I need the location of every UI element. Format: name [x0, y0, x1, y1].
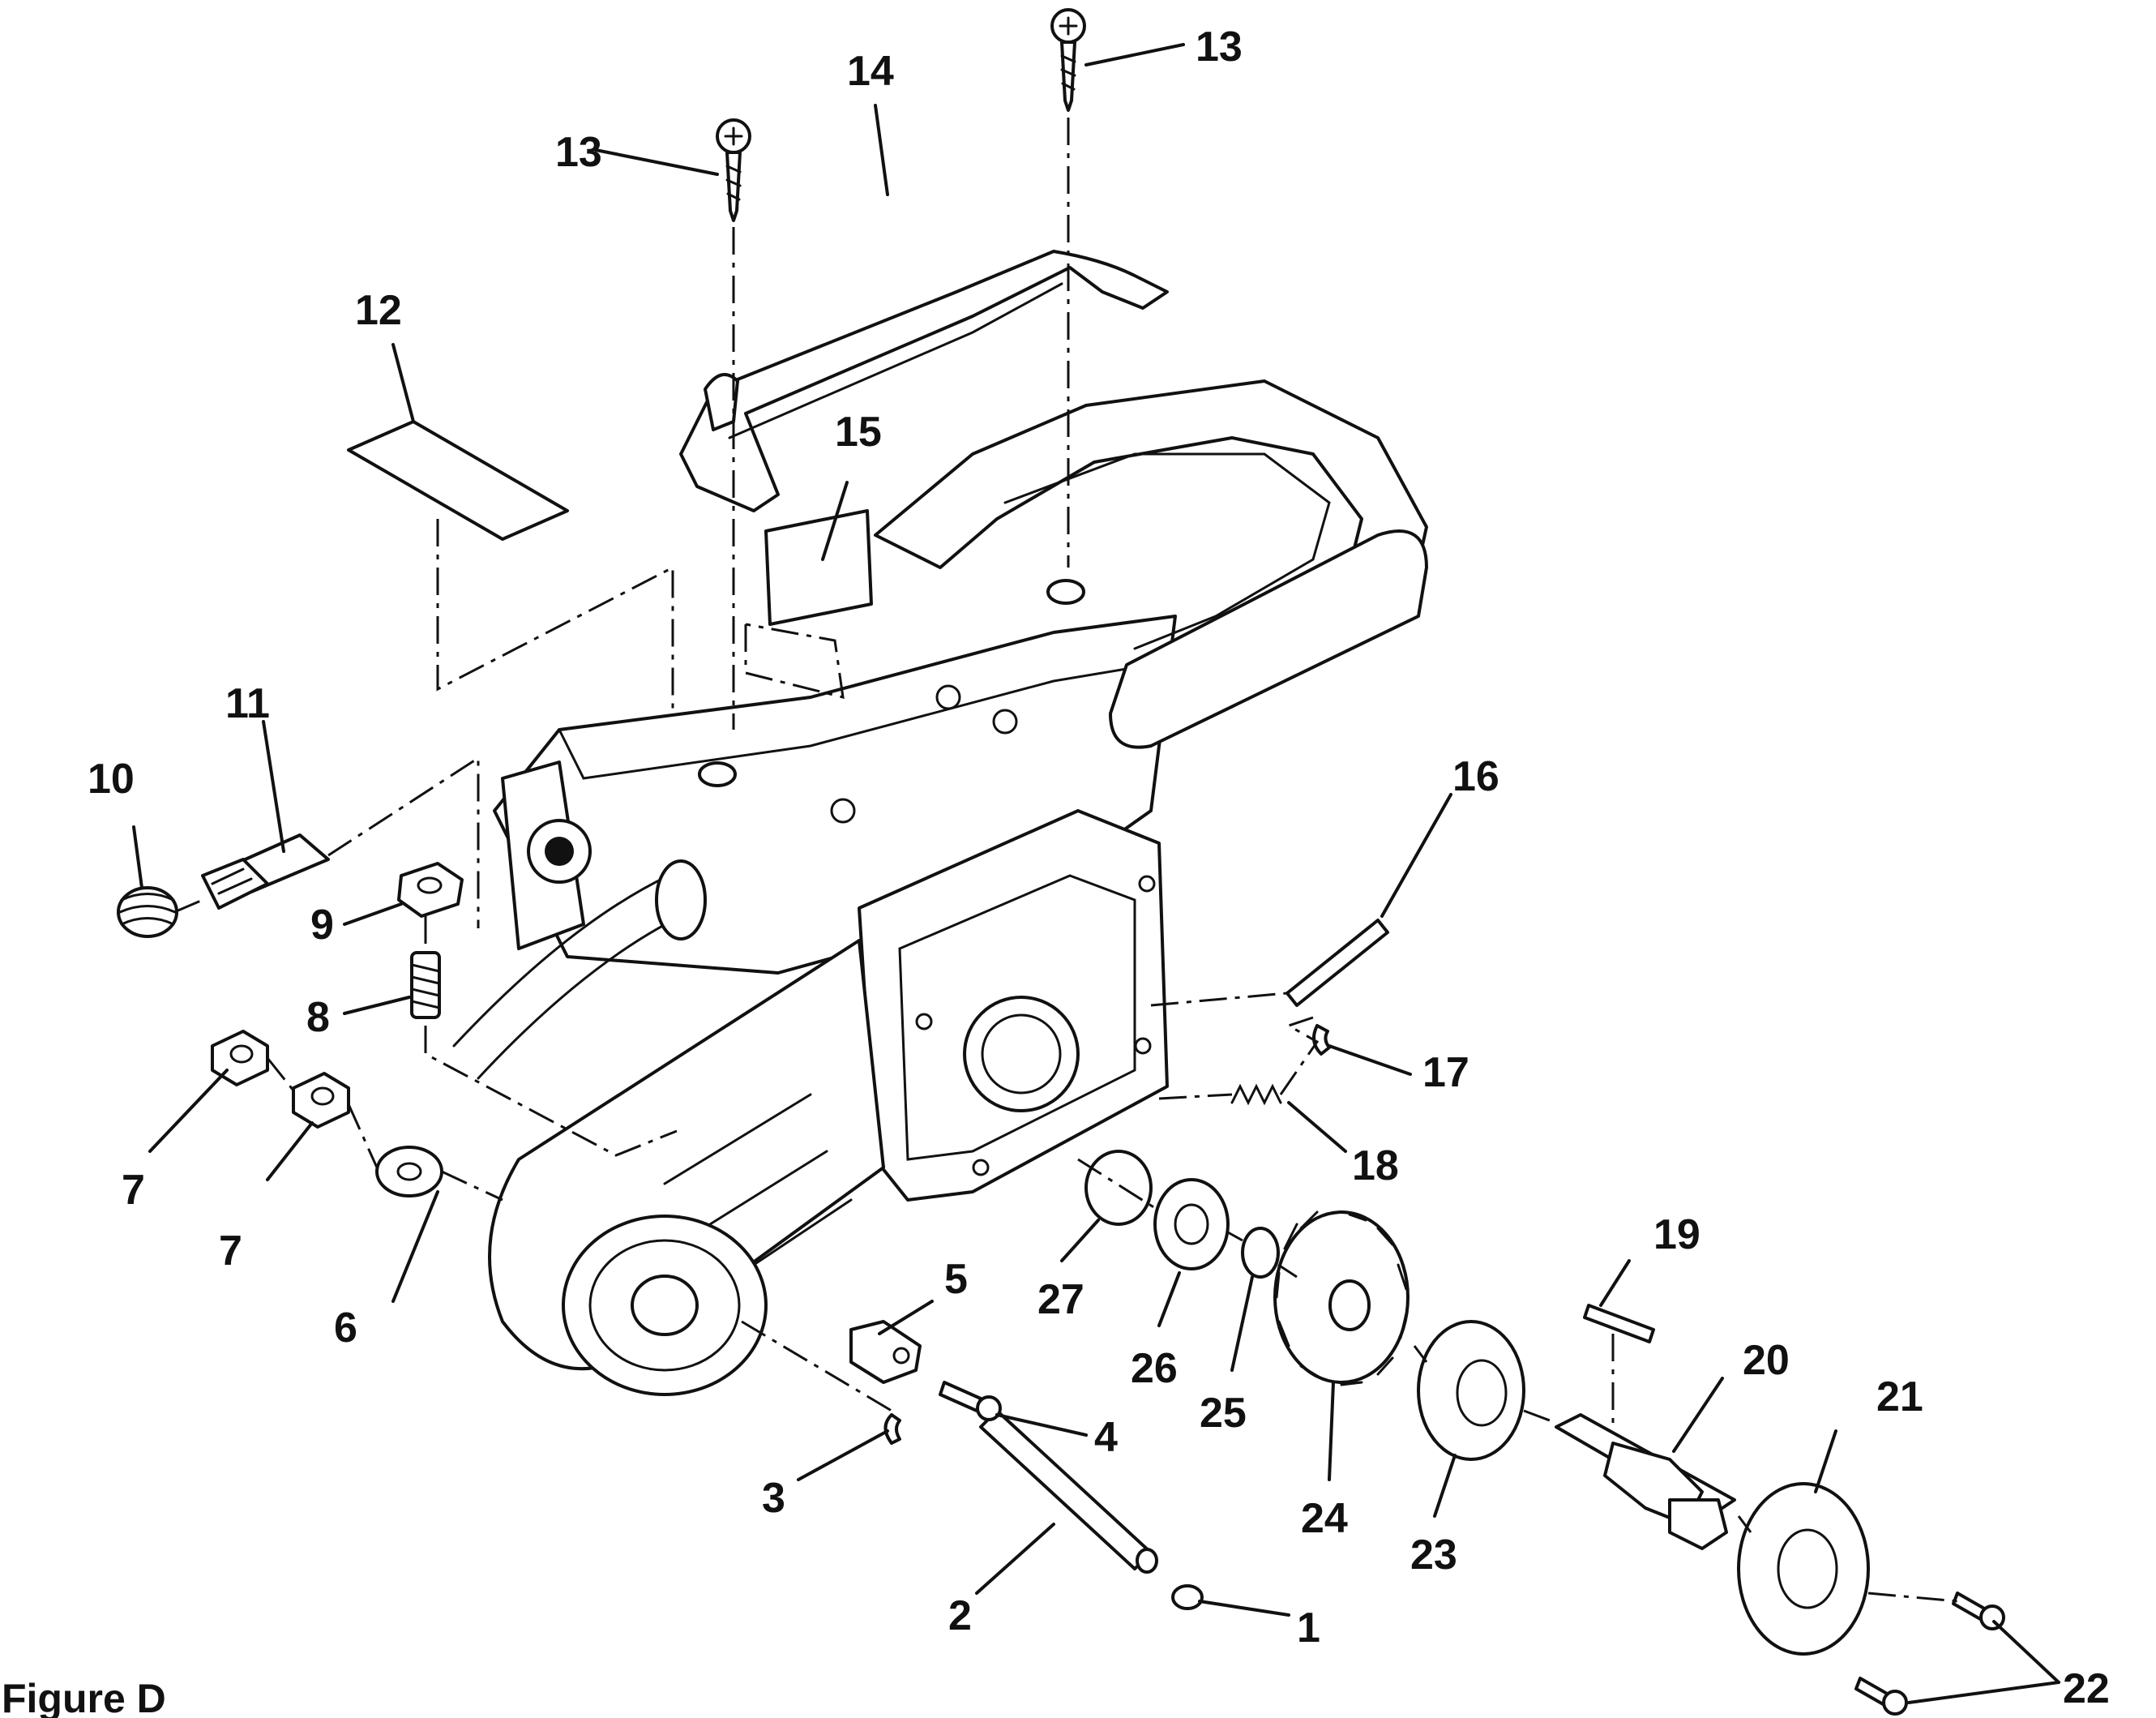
callout-7a: 7	[122, 1167, 145, 1214]
callout-14: 14	[847, 48, 894, 95]
callout-8: 8	[306, 994, 330, 1041]
set-screw-8	[410, 951, 441, 1019]
callout-3: 3	[762, 1475, 785, 1522]
callout-4: 4	[1094, 1414, 1118, 1461]
pin-16	[1285, 919, 1389, 1007]
callout-21: 21	[1876, 1373, 1923, 1420]
callout-24: 24	[1301, 1495, 1348, 1542]
callout-6: 6	[334, 1305, 357, 1352]
bearing-26	[1153, 1178, 1230, 1270]
callout-17: 17	[1422, 1049, 1469, 1096]
callout-2: 2	[948, 1592, 972, 1639]
callout-15: 15	[835, 409, 882, 456]
retaining-ring-25	[1241, 1227, 1280, 1279]
callout-22: 22	[2063, 1665, 2110, 1712]
e-clip-3	[883, 1413, 901, 1445]
brush-cap	[117, 886, 178, 938]
helical-gear-24	[1273, 1210, 1410, 1386]
callout-26: 26	[1131, 1345, 1178, 1392]
flange-21	[1737, 1482, 1870, 1656]
hex-nut-9	[397, 862, 464, 918]
assembly-centerlines	[173, 118, 1958, 1603]
callout-13b: 13	[1196, 24, 1243, 71]
label-plate-small	[764, 509, 873, 626]
callout-13a: 13	[555, 129, 602, 176]
callout-12: 12	[355, 287, 402, 334]
callout-16: 16	[1452, 753, 1499, 800]
o-ring-1	[1171, 1584, 1204, 1610]
clutch-23	[1417, 1320, 1525, 1461]
callout-5: 5	[944, 1256, 968, 1303]
screw-right	[1050, 8, 1086, 112]
key-19	[1583, 1304, 1655, 1343]
callout-11: 11	[225, 680, 270, 727]
callout-7b: 7	[219, 1227, 242, 1275]
hex-nut-7b	[292, 1072, 350, 1129]
callout-18: 18	[1352, 1142, 1399, 1189]
callout-10: 10	[88, 756, 135, 803]
callout-19: 19	[1653, 1211, 1700, 1258]
motor-housing	[452, 379, 1428, 1396]
callout-1: 1	[1297, 1604, 1320, 1652]
callout-25: 25	[1200, 1390, 1247, 1437]
carbon-brush	[201, 833, 330, 910]
callout-27: 27	[1037, 1276, 1084, 1323]
shaft-2	[979, 1409, 1158, 1574]
bushing-5	[849, 1320, 922, 1384]
callout-leaders	[132, 43, 2060, 1704]
clip-17	[1312, 1024, 1331, 1056]
callout-9: 9	[310, 902, 334, 949]
washer-6	[375, 1146, 443, 1197]
figure-caption: Figure D	[2, 1676, 166, 1718]
callout-numbers: 1 2 3 4 5 6 7 7 8 9 10 11 12 13 13 14 15…	[88, 24, 2110, 1712]
spindle-20	[1555, 1413, 1736, 1550]
callout-20: 20	[1743, 1337, 1790, 1384]
callout-23: 23	[1410, 1532, 1457, 1579]
screws-22	[1854, 1592, 2005, 1716]
o-ring-27	[1084, 1150, 1153, 1226]
screw-left	[716, 118, 751, 222]
spring-18	[1230, 1083, 1282, 1106]
label-plate-large	[347, 420, 569, 541]
carry-handle	[679, 250, 1169, 512]
screw-4	[939, 1381, 1002, 1421]
